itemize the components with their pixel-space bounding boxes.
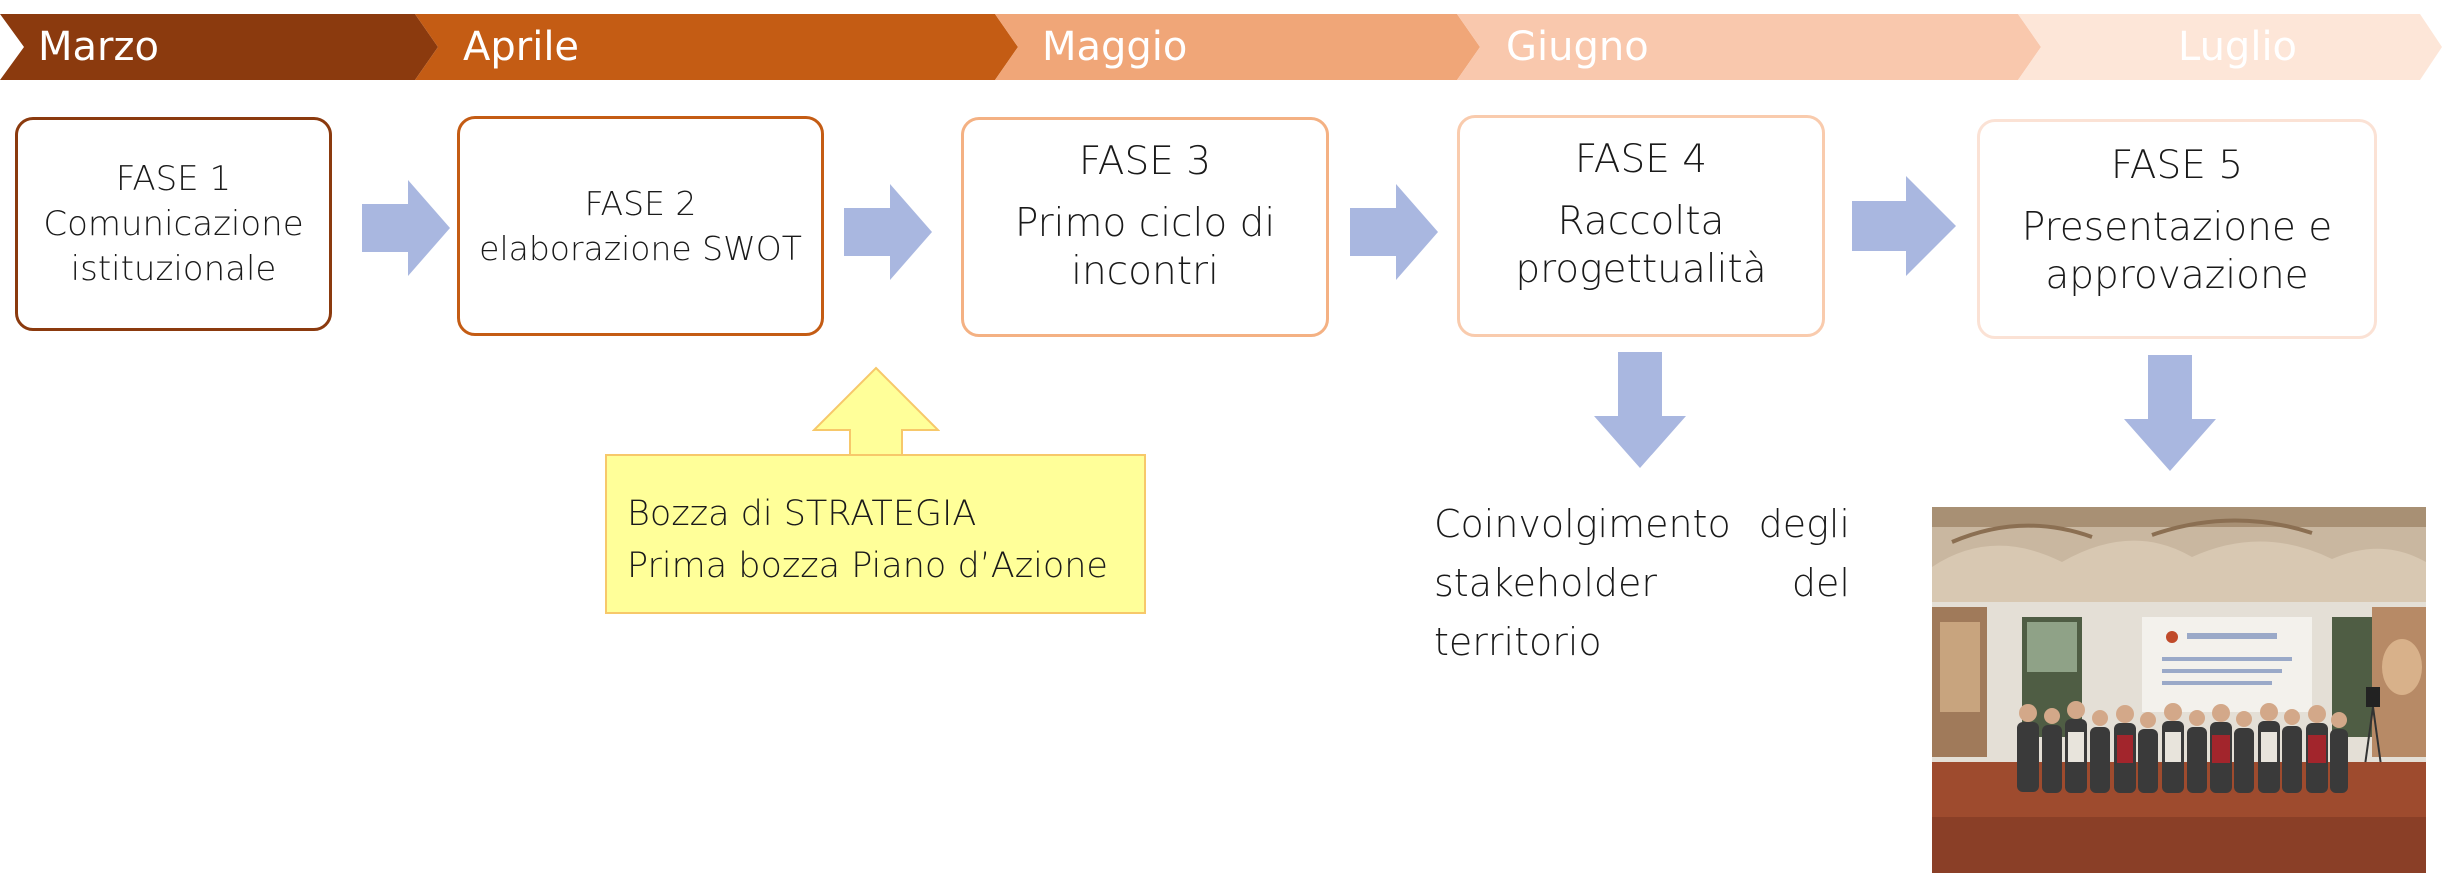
note-line-1: Bozza di STRATEGIA (627, 494, 977, 534)
arrow-up-icon (812, 366, 940, 458)
month-label-aprile: Aprile (463, 24, 580, 70)
chevron-aprile (415, 14, 1018, 80)
chevron-maggio (995, 14, 1480, 80)
timeline-chevrons (0, 14, 2442, 80)
group-photo (1932, 507, 2426, 873)
phase-3-box: FASE 3 Primo ciclo di incontri (961, 117, 1329, 337)
phase-5-line-3: approvazione (2045, 253, 2309, 298)
phase-4-title: FASE 4 (1574, 137, 1708, 182)
phase-5-line-2: Presentazione e (2021, 205, 2333, 250)
phase-2-box: FASE 2 elaborazione SWOT (457, 116, 824, 336)
month-label-giugno: Giugno (1506, 24, 1649, 70)
phase-2-title: FASE 2 (584, 184, 697, 223)
phase-1-line-2: Comunicazione (43, 203, 304, 244)
stakeholder-text: Coinvolgimento degli stakeholder del ter… (1434, 502, 1850, 664)
month-label-luglio: Luglio (2178, 24, 2298, 70)
phase-4-box: FASE 4 Raccolta progettualità (1457, 115, 1825, 337)
arrow-down-icon (1594, 352, 1686, 468)
phase-3-title: FASE 3 (1078, 139, 1212, 184)
phase-5-title: FASE 5 (2110, 143, 2244, 188)
phase-4-line-2: Raccolta (1557, 199, 1725, 244)
chevron-marzo (0, 14, 438, 80)
arrow-right-icon (1852, 176, 1956, 276)
note-line-2: Prima bozza Piano d’Azione (627, 546, 1108, 586)
phase-3-line-2: Primo ciclo di (1014, 201, 1276, 246)
phase-4-line-3: progettualità (1515, 247, 1767, 292)
phase-3-line-3: incontri (1071, 249, 1219, 294)
phase-5-box: FASE 5 Presentazione e approvazione (1977, 119, 2377, 339)
phase-1-title: FASE 1 (115, 158, 232, 199)
arrow-right-icon (1350, 184, 1438, 280)
phase-1-line-3: istituzionale (70, 248, 277, 289)
month-label-marzo: Marzo (38, 24, 159, 70)
month-label-maggio: Maggio (1042, 24, 1188, 70)
chevron-giugno (1457, 14, 2041, 80)
arrow-right-icon (844, 184, 932, 280)
chevron-luglio (2018, 14, 2442, 80)
timeline-band: Marzo Aprile Maggio Giugno Luglio (0, 0, 2445, 100)
phase-2-line-2: elaborazione SWOT (479, 229, 802, 268)
arrow-right-icon (362, 180, 450, 276)
strategy-note-box: Bozza di STRATEGIA Prima bozza Piano d’A… (605, 454, 1146, 614)
phase-1-box: FASE 1 Comunicazione istituzionale (15, 117, 332, 331)
arrow-down-icon (2124, 355, 2216, 471)
